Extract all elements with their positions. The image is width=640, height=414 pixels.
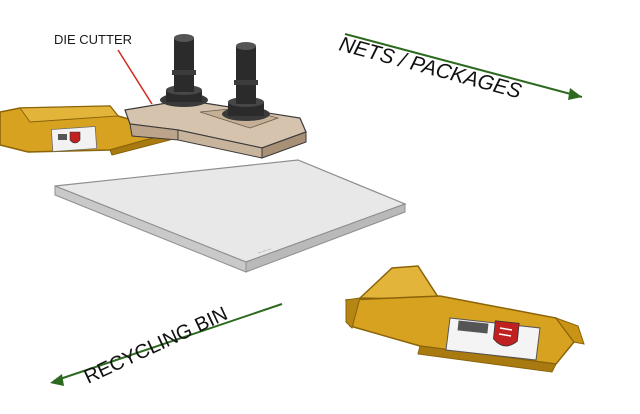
handle-right-cap	[236, 42, 256, 50]
die-cutter-leader-line	[117, 49, 153, 105]
net-left-flap	[19, 105, 119, 123]
handle-left-ring	[172, 70, 196, 75]
die-cutter	[124, 34, 307, 159]
cutter-front-right	[261, 131, 307, 159]
nets-arrow-head	[568, 88, 582, 100]
crest-stripe	[499, 327, 513, 331]
nets-packages-label: NETS / PACKAGES	[337, 33, 524, 104]
recycling-arrow-head	[50, 374, 64, 386]
recycling-bin-label: RECYCLING BIN	[81, 303, 231, 389]
net-right-label-mark	[457, 320, 489, 334]
net-right-left-tab	[345, 297, 361, 329]
crest-icon	[493, 320, 520, 347]
handle-left-cap	[174, 34, 194, 42]
recycling-bin-flow: RECYCLING BIN	[50, 303, 283, 389]
die-cutter-label: DIE CUTTER	[54, 32, 132, 47]
cutter-handle-left	[160, 34, 208, 107]
nets-packages-flow: NETS / PACKAGES	[337, 33, 583, 104]
package-net-right	[345, 265, 585, 373]
handle-right-shaft	[236, 46, 256, 104]
net-right-top-flap	[358, 265, 442, 301]
net-right-right-flap	[554, 316, 585, 345]
sheet-right-edge	[245, 203, 406, 273]
net-left-label-mark	[58, 134, 67, 140]
crest-icon	[69, 131, 81, 144]
nets-arrow-shaft	[344, 33, 583, 98]
cutter-handle-right	[222, 42, 270, 121]
sheet-maker-mark: ~~~	[256, 246, 273, 257]
recycling-arrow-shaft	[53, 303, 283, 382]
handle-left-shaft	[174, 38, 194, 92]
handle-right-ring	[234, 80, 258, 85]
cutting-sheet: ~~~	[54, 159, 407, 273]
crest-stripe	[498, 333, 512, 337]
net-right-bottom-edge	[417, 345, 557, 373]
